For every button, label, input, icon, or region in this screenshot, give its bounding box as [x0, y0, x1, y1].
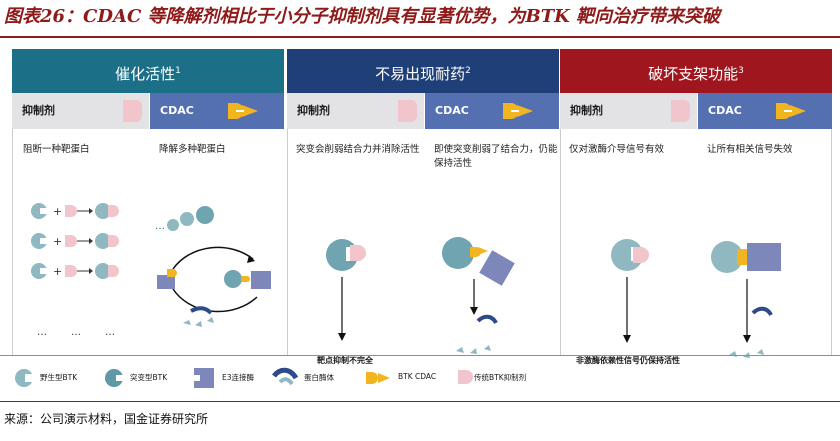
cdac-label: CDAC	[435, 93, 469, 129]
ellipsis: …	[71, 327, 81, 338]
cdac-label: CDAC	[160, 93, 194, 129]
cdac-label-box: CDAC	[150, 93, 284, 129]
inhibitor-icon	[120, 100, 142, 122]
panel-body: 阻断一种靶蛋白 降解多种靶蛋白 + + + … …	[12, 129, 285, 355]
inhibitor-label: 抑制剂	[297, 93, 330, 129]
btk-cdac-icon	[228, 99, 272, 123]
legend-item: BTK CDAC	[366, 368, 396, 386]
panel-header-text: 催化活性	[115, 65, 175, 83]
legend-label: BTK CDAC	[398, 372, 436, 381]
inhibitor-label-box: 抑制剂	[560, 93, 697, 129]
cdac-cycle: …	[155, 206, 271, 327]
panel-scaffold: 破坏支架功能3 抑制剂 CDAC 仅对激酶介导信号有效 让所有相关信号失效 非	[560, 49, 832, 355]
footnote-sup: 1	[175, 66, 181, 76]
svg-text:…: …	[155, 221, 165, 232]
label-row: 抑制剂 CDAC	[560, 93, 832, 129]
btk-cdac-icon	[366, 368, 396, 390]
title-divider	[0, 36, 840, 38]
scaffold-illustration	[561, 129, 833, 355]
panel-header-text: 破坏支架功能	[648, 65, 738, 83]
legend-item: 传统BTK抑制剂	[456, 368, 474, 386]
e3-ligase-icon	[194, 368, 218, 390]
legend-label: 野生型BTK	[40, 372, 77, 383]
source-note: 来源：公司演示材料，国金证券研究所	[4, 410, 208, 427]
panel-body: 仅对激酶介导信号有效 让所有相关信号失效 非激酶依赖性信号仍保持活性	[560, 129, 832, 355]
legend-label: 传统BTK抑制剂	[474, 372, 526, 383]
legend-item: 蛋白酶体	[272, 368, 300, 386]
label-row: 抑制剂 CDAC	[287, 93, 559, 129]
panel-body: 突变会削弱结合力并消除活性 即使突变削弱了结合力，仍能保持活性 靶点抑制不完全	[287, 129, 560, 355]
wild-type-btk-icon	[14, 368, 36, 390]
footnote-sup: 3	[738, 66, 744, 76]
catalytic-illustration: + + + … … … …	[13, 129, 285, 355]
inhibitor-icon	[395, 100, 417, 122]
svg-text:+: +	[53, 265, 62, 278]
footnote-sup: 2	[465, 66, 471, 76]
label-row: 抑制剂 CDAC	[12, 93, 284, 129]
btk-cdac-icon	[776, 99, 820, 123]
source-divider	[0, 401, 840, 402]
panel-header: 破坏支架功能3	[560, 49, 832, 93]
legend: 野生型BTK 突变型BTK E3连接酶 蛋白酶体 BTK CDAC 传统BTK抑…	[0, 356, 840, 396]
inhibitor-label: 抑制剂	[570, 93, 603, 129]
ellipsis: …	[37, 327, 47, 338]
legend-label: 蛋白酶体	[304, 372, 334, 383]
proteasome-icon	[272, 368, 300, 390]
svg-text:+: +	[53, 235, 62, 248]
legend-item: 野生型BTK	[14, 368, 36, 386]
btk-cdac-icon	[503, 99, 547, 123]
panel-header: 不易出现耐药2	[287, 49, 559, 93]
cdac-label-box: CDAC	[425, 93, 559, 129]
inhibitor-icon	[456, 368, 474, 390]
cdac-label-box: CDAC	[698, 93, 832, 129]
legend-item: 突变型BTK	[104, 368, 126, 386]
panel-catalytic: 催化活性1 抑制剂 CDAC 阻断一种靶蛋白 降解多种靶蛋白 + + + …	[12, 49, 284, 355]
inhibitor-rows: + + +	[31, 203, 119, 279]
legend-label: 突变型BTK	[130, 372, 167, 383]
inhibitor-label-box: 抑制剂	[287, 93, 424, 129]
ellipsis: …	[105, 327, 115, 338]
legend-label: E3连接酶	[222, 372, 254, 383]
legend-item: E3连接酶	[194, 368, 218, 386]
svg-text:+: +	[53, 205, 62, 218]
cdac-label: CDAC	[708, 93, 742, 129]
inhibitor-label: 抑制剂	[22, 93, 55, 129]
resistance-illustration	[288, 129, 560, 355]
mutant-btk-icon	[104, 368, 126, 390]
inhibitor-icon	[668, 100, 690, 122]
panel-header: 催化活性1	[12, 49, 284, 93]
inhibitor-label-box: 抑制剂	[12, 93, 149, 129]
panel-header-text: 不易出现耐药	[375, 65, 465, 83]
panel-resistance: 不易出现耐药2 抑制剂 CDAC 突变会削弱结合力并消除活性 即使突变削弱了结合…	[287, 49, 559, 355]
page-title: 图表26：CDAC 等降解剂相比于小分子抑制剂具有显著优势，为BTK 靶向治疗带…	[4, 0, 836, 34]
